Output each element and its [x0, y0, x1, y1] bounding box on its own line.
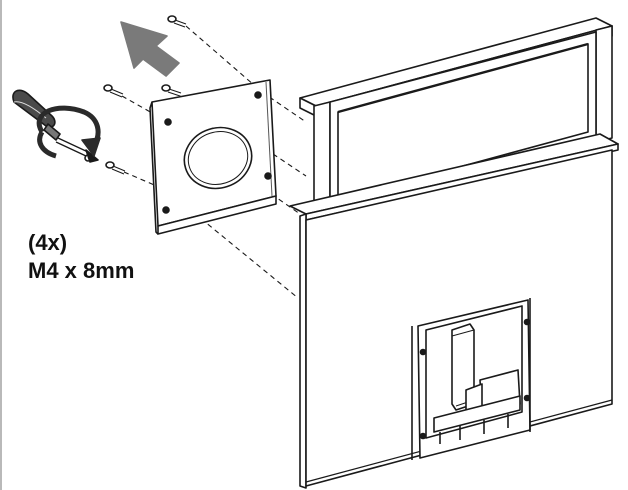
- motor-compartment: [411, 298, 531, 460]
- arrow-up-left-icon: [120, 21, 180, 77]
- screw-spec-label: (4x) M4 x 8mm: [28, 229, 134, 285]
- left-border: [0, 0, 2, 490]
- rotation-arrow-icon: [36, 105, 101, 159]
- screw-top: [167, 15, 187, 28]
- screw-left-upper: [103, 84, 124, 98]
- screw-mid: [161, 84, 182, 97]
- adapter-plate: [149, 79, 277, 235]
- screwdriver-icon: [12, 89, 99, 163]
- extractor-upper-frame: [299, 17, 613, 219]
- screw-count: (4x): [28, 230, 68, 255]
- screw-left-lower: [105, 161, 126, 175]
- screw-size: M4 x 8mm: [28, 258, 135, 283]
